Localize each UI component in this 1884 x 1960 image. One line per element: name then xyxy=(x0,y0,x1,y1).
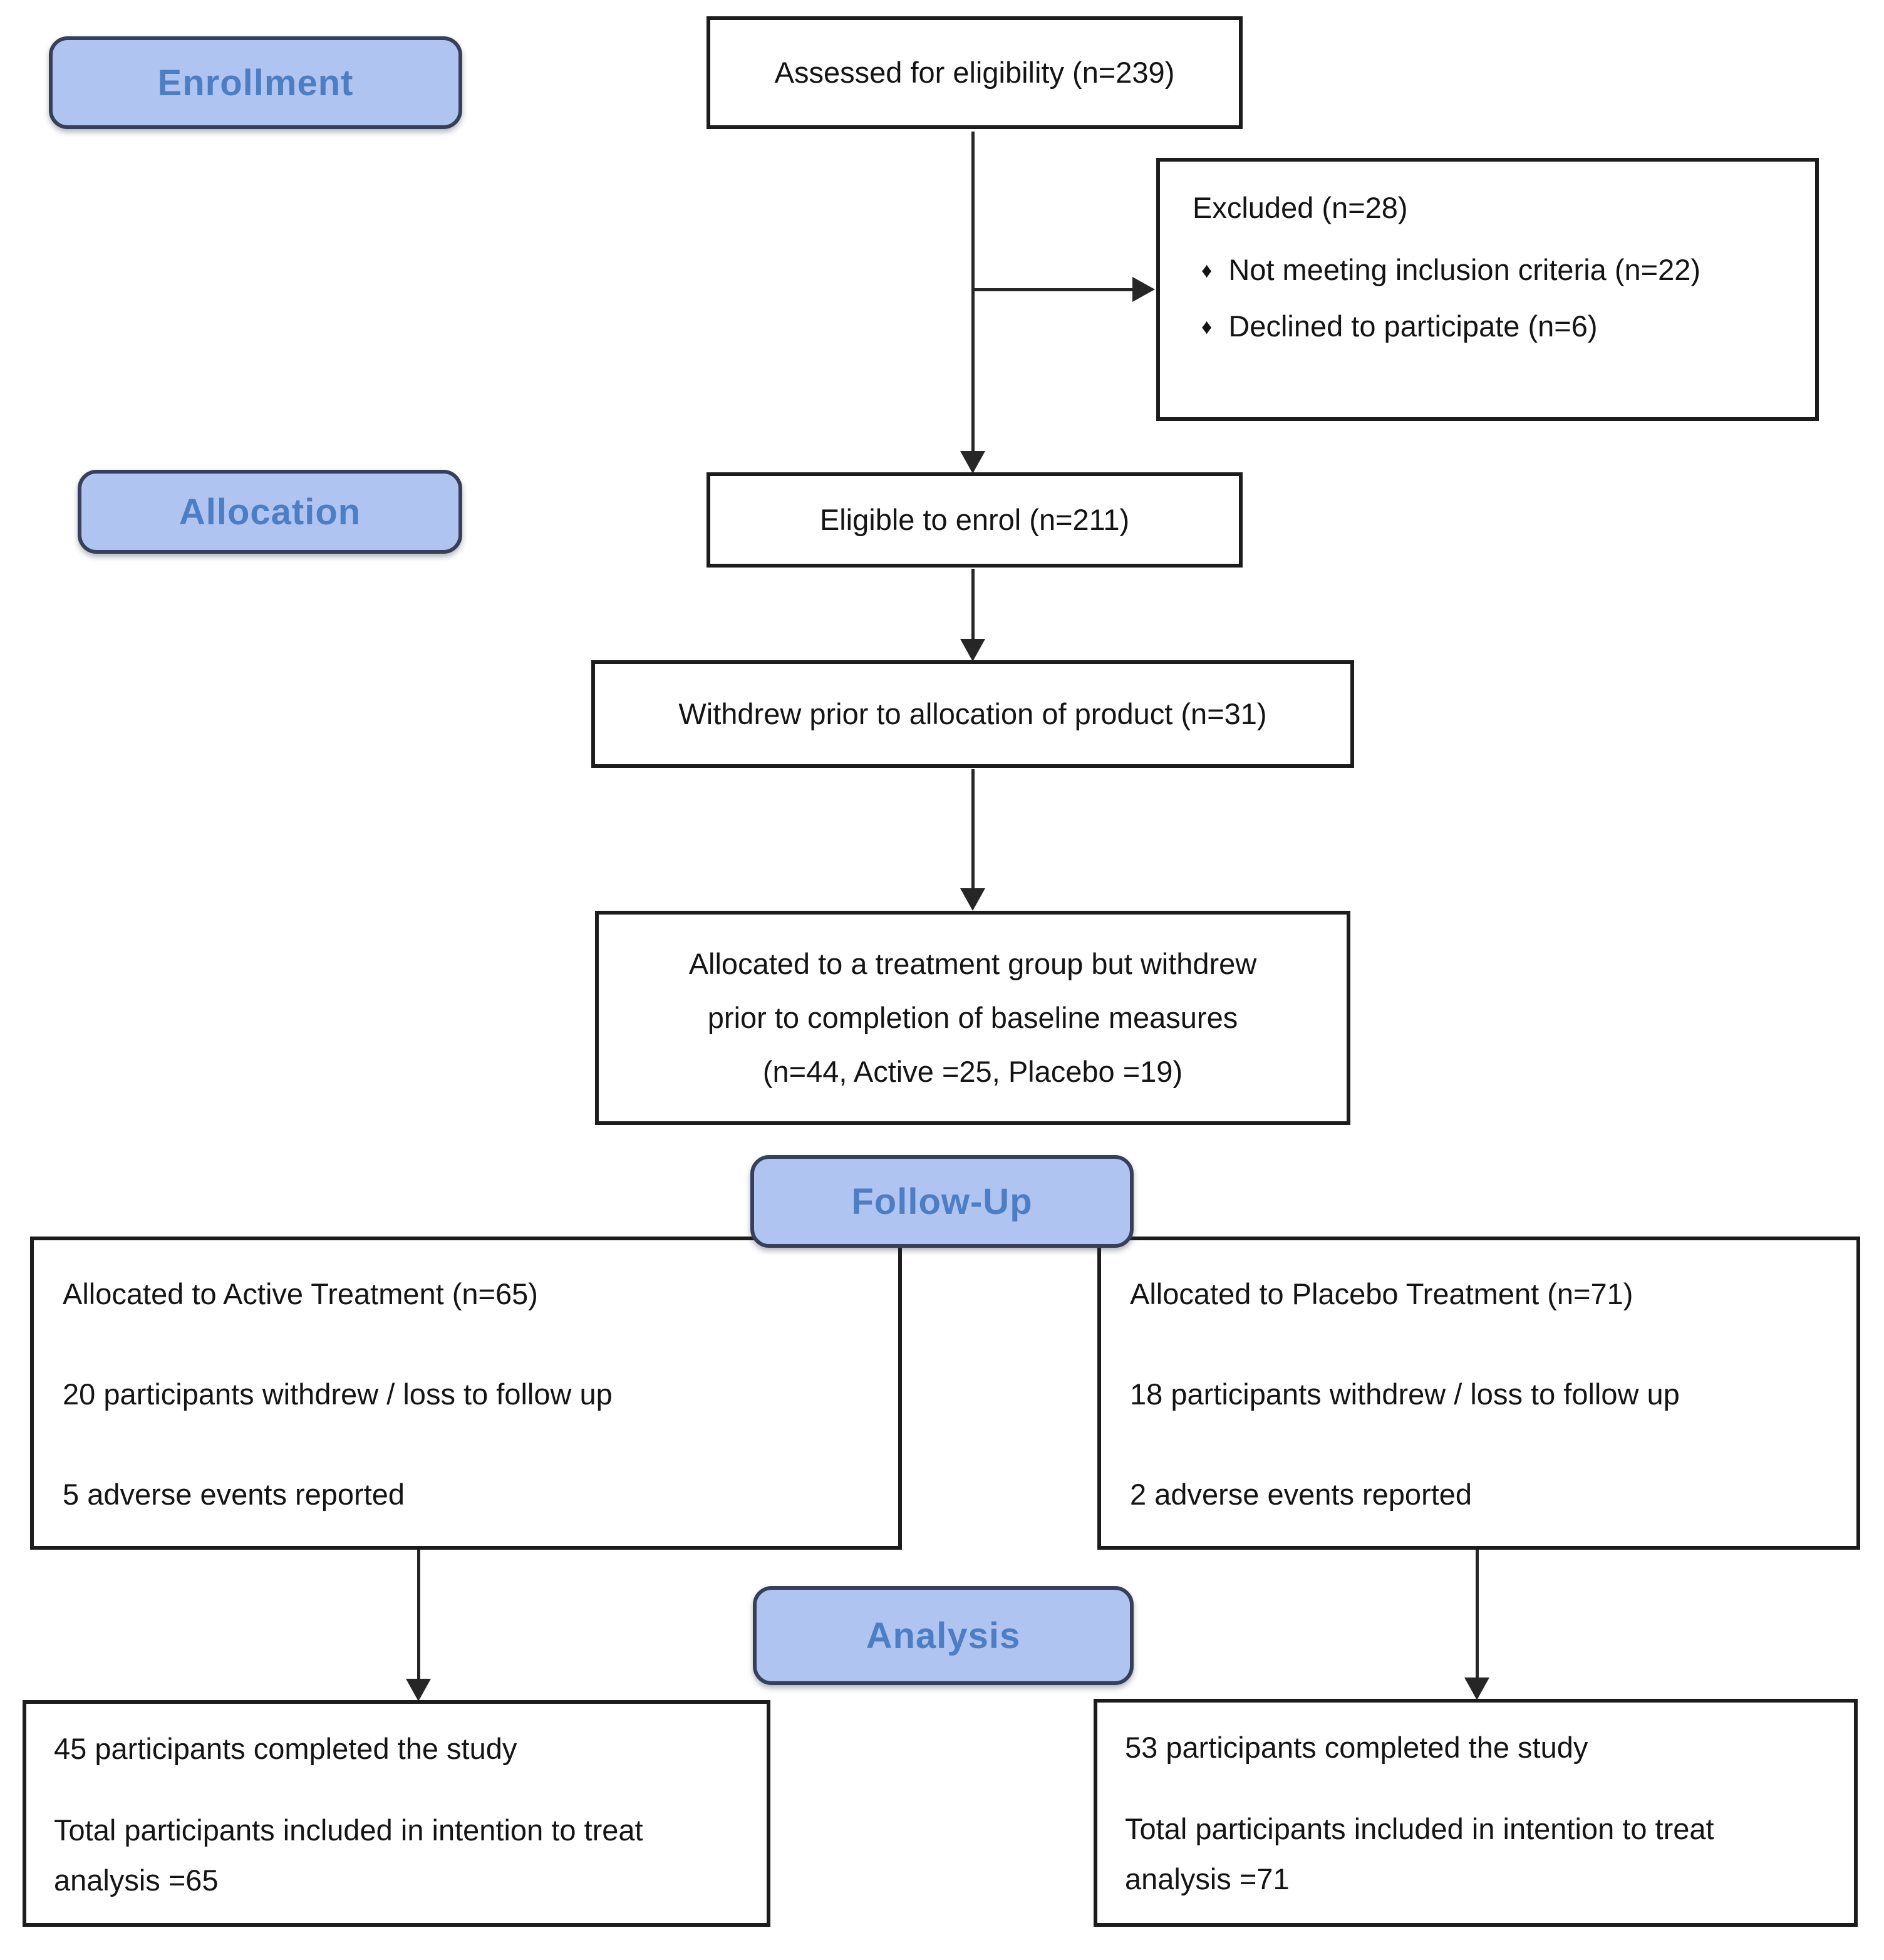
stage-label-follow-up: Follow-Up xyxy=(750,1155,1134,1248)
placebo-allocated-text: Allocated to Placebo Treatment (n=71) xyxy=(1130,1277,1633,1310)
placebo-itt-line: analysis =71 xyxy=(1125,1862,1290,1895)
box-placebo-analysis: 53 participants completed the study Tota… xyxy=(1094,1699,1858,1927)
active-adverse-events-text: 5 adverse events reported xyxy=(63,1478,405,1511)
arrowhead-down-icon xyxy=(1464,1677,1489,1700)
active-completed-text: 45 participants completed the study xyxy=(54,1732,517,1765)
eligible-text: Eligible to enrol (n=211) xyxy=(819,503,1130,537)
box-withdrew-prior-to-allocation: Withdrew prior to allocation of product … xyxy=(591,660,1354,768)
active-itt-line: analysis =65 xyxy=(54,1864,219,1897)
stage-label-analysis-text: Analysis xyxy=(866,1615,1021,1656)
arrowhead-down-icon xyxy=(406,1679,431,1701)
arrowhead-right-icon xyxy=(1132,277,1155,302)
placebo-itt-text: Total participants included in intention… xyxy=(1125,1804,1839,1904)
box-active-analysis: 45 participants completed the study Tota… xyxy=(23,1700,770,1927)
connector-eligible-to-withdrew-line xyxy=(971,569,975,640)
connector-withdrew-to-allocated-line xyxy=(971,769,975,889)
stage-label-allocation-text: Allocation xyxy=(179,491,361,532)
box-assessed-for-eligibility: Assessed for eligibility (n=239) xyxy=(706,16,1243,129)
withdrew-text: Withdrew prior to allocation of product … xyxy=(678,697,1267,731)
connector-placebo-to-analysis-line xyxy=(1476,1550,1479,1679)
diamond-bullet-icon: ♦ xyxy=(1201,314,1213,339)
assessed-text: Assessed for eligibility (n=239) xyxy=(774,56,1175,90)
arrowhead-down-icon xyxy=(960,639,985,661)
excluded-bullet-text: Not meeting inclusion criteria (n=22) xyxy=(1228,253,1701,287)
connector-branch-to-excluded-line xyxy=(973,288,1134,291)
active-withdrew-text: 20 participants withdrew / loss to follo… xyxy=(63,1377,613,1411)
box-eligible-to-enrol: Eligible to enrol (n=211) xyxy=(706,472,1243,568)
diamond-bullet-icon: ♦ xyxy=(1201,259,1213,283)
allocated-withdrew-line: prior to completion of baseline measures xyxy=(707,1001,1238,1034)
active-allocated-text: Allocated to Active Treatment (n=65) xyxy=(63,1277,538,1310)
excluded-title: Excluded (n=28) xyxy=(1193,191,1408,224)
box-active-treatment-followup: Allocated to Active Treatment (n=65) 20 … xyxy=(30,1237,902,1550)
box-allocated-but-withdrew: Allocated to a treatment group but withd… xyxy=(595,911,1350,1125)
arrowhead-down-icon xyxy=(960,888,985,911)
stage-label-follow-up-text: Follow-Up xyxy=(851,1181,1033,1222)
stage-label-enrollment-text: Enrollment xyxy=(157,62,354,103)
active-itt-line: Total participants included in intention… xyxy=(54,1813,643,1847)
allocated-withdrew-line: (n=44, Active =25, Placebo =19) xyxy=(762,1055,1183,1088)
placebo-adverse-events-text: 2 adverse events reported xyxy=(1130,1478,1473,1511)
arrowhead-down-icon xyxy=(960,451,985,474)
excluded-bullet-item: ♦ Declined to participate (n=6) xyxy=(1193,306,1800,346)
connector-assessed-to-eligible-line xyxy=(971,132,975,454)
stage-label-allocation: Allocation xyxy=(78,470,462,554)
active-itt-text: Total participants included in intention… xyxy=(54,1805,752,1906)
placebo-withdrew-text: 18 participants withdrew / loss to follo… xyxy=(1130,1377,1680,1411)
box-placebo-treatment-followup: Allocated to Placebo Treatment (n=71) 18… xyxy=(1097,1237,1860,1550)
excluded-bullet-item: ♦ Not meeting inclusion criteria (n=22) xyxy=(1193,250,1800,289)
box-excluded: Excluded (n=28) ♦ Not meeting inclusion … xyxy=(1156,158,1819,421)
placebo-completed-text: 53 participants completed the study xyxy=(1125,1731,1588,1764)
placebo-itt-line: Total participants included in intention… xyxy=(1125,1812,1714,1845)
stage-label-enrollment: Enrollment xyxy=(49,36,462,129)
connector-active-to-analysis-line xyxy=(417,1550,420,1680)
stage-label-analysis: Analysis xyxy=(753,1586,1134,1685)
allocated-withdrew-line: Allocated to a treatment group but withd… xyxy=(688,947,1257,980)
excluded-bullet-text: Declined to participate (n=6) xyxy=(1228,309,1598,343)
